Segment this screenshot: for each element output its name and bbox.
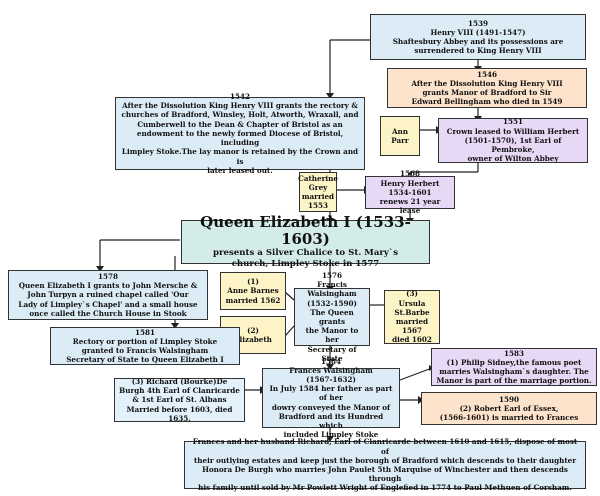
philip-sidney-box: 1583 (1) Philip Sidney,the famous poet m… (431, 348, 597, 386)
henry-herbert-box: 1568 Henry Herbert 1534-1601 renews 21 y… (365, 169, 455, 215)
queen-title: Queen Elizabeth I (1533-1603) (200, 212, 411, 248)
rectory-1581-box: 1581 Rectory or portion of Limpley Stoke… (50, 327, 240, 365)
bellingham-box: 1546 After the Dissolution King Henry VI… (387, 68, 587, 108)
francis-walsingham-box: 1576 Francis Walsingham (1532-1590) The … (294, 271, 370, 363)
henry-viii-box: 1539 Henry VIII (1491-1547) Shaftesbury … (370, 14, 586, 60)
frances-walsingham-box: 1584 Frances Walsingham (1567-1632) In J… (262, 357, 400, 439)
clanricarde-box: Frances and her husband Richard, Earl of… (184, 437, 586, 492)
rectory-grant-box: 1542 After the Dissolution King Henry VI… (115, 92, 365, 175)
anne-barnes-box: (1) Anne Barnes married 1562 (220, 272, 286, 310)
essex-box: 1590 (2) Robert Earl of Essex, (1566-160… (421, 392, 597, 425)
de-burgh-box: (3) Richard (Bourke)De Burgh 4th Earl of… (114, 377, 245, 423)
mersche-grant-box: 1578 Queen Elizabeth I grants to John Me… (8, 270, 208, 320)
queen-elizabeth-box: Queen Elizabeth I (1533-1603) presents a… (181, 213, 430, 269)
ann-parr-box: Ann Parr (380, 116, 420, 156)
queen-subtitle: presents a Silver Chalice to St. Mary`s … (212, 248, 399, 270)
catherine-grey-box: Catherine Grey married 1553 (298, 172, 338, 212)
william-herbert-box: 1551 Crown leased to William Herbert (15… (438, 117, 588, 163)
ursula-box: (3) Ursula St.Barbe married 1567 died 16… (384, 289, 440, 344)
